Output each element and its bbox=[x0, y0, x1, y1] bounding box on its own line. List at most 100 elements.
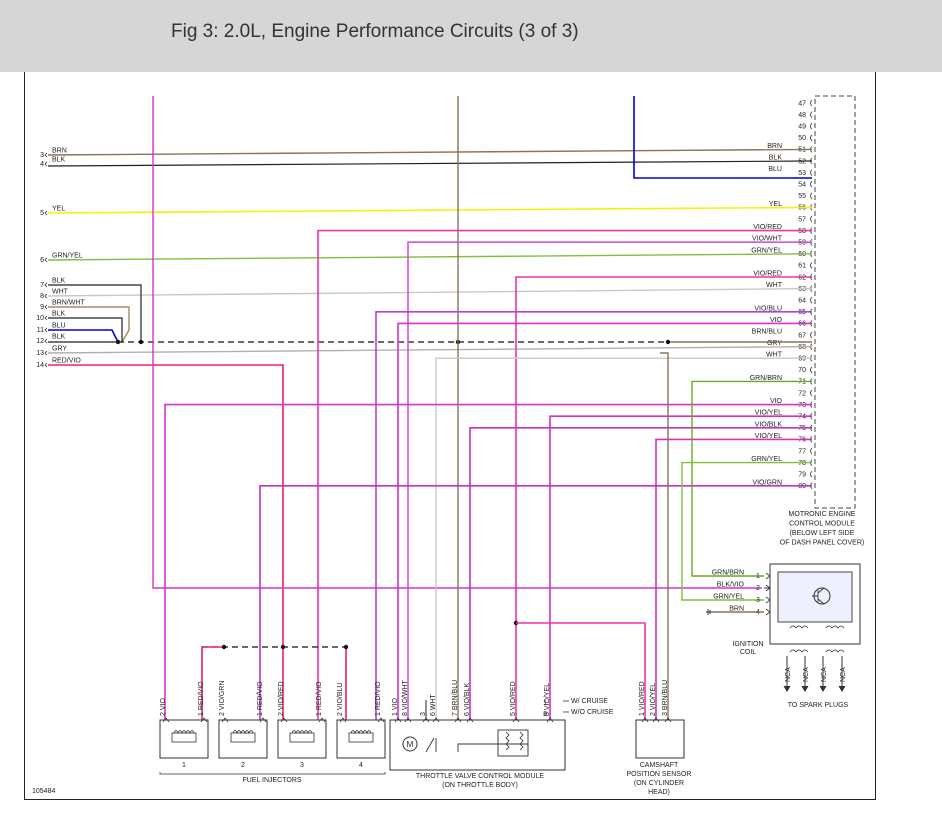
injector-winding bbox=[173, 730, 195, 735]
left-connector-pin: 4 bbox=[40, 161, 44, 168]
ecm-pin-number: 66 bbox=[798, 321, 806, 328]
injector-coil-symbol bbox=[348, 732, 374, 743]
wire-viored-58 bbox=[317, 229, 812, 720]
injector-terminal bbox=[280, 717, 288, 723]
nca-label: NCA bbox=[840, 667, 847, 682]
splice-ground-1 bbox=[115, 339, 121, 345]
cam-terminal bbox=[652, 717, 660, 723]
wire-redvio-14 bbox=[48, 364, 284, 647]
wire-wht-69 bbox=[435, 357, 812, 720]
throttle-terminal bbox=[546, 717, 554, 723]
ecm-pin-terminal bbox=[810, 215, 813, 223]
throttle-label: THROTTLE VALVE CONTROL MODULE bbox=[416, 773, 545, 780]
fuel-injector-box bbox=[218, 719, 268, 759]
throttle-pot-box bbox=[497, 729, 529, 757]
throttle-terminal bbox=[512, 717, 520, 723]
left-connector-terminal bbox=[44, 338, 48, 344]
throttle-potentiometers bbox=[505, 731, 524, 751]
left-wire-label: BRN/WHT bbox=[52, 300, 85, 307]
ecm-pin-number: 79 bbox=[798, 472, 806, 479]
throttle-module-box bbox=[389, 719, 566, 771]
ecm-wire-label: GRY bbox=[767, 340, 782, 347]
splice-inj-1 bbox=[221, 644, 227, 650]
wire-brnwht-9 bbox=[48, 306, 130, 343]
ecm-pin-number: 72 bbox=[798, 390, 806, 397]
coil-pin-number: 1 bbox=[756, 573, 760, 580]
throttle-pin-label: 6 WHT bbox=[430, 694, 437, 717]
ecm-pin-terminal bbox=[810, 180, 813, 188]
camshaft-label: HEAD) bbox=[648, 789, 670, 796]
coil-secondary-windings bbox=[789, 649, 845, 653]
wire-vio-73 bbox=[164, 403, 812, 720]
ecm-wire-label: VIO/RED bbox=[753, 271, 782, 278]
injector-pin-label: 2 VIO bbox=[160, 698, 167, 716]
nca-label: NCA bbox=[821, 667, 828, 682]
ecm-pin-number: 47 bbox=[798, 100, 806, 107]
cruise-note: W/ CRUISE bbox=[571, 698, 608, 705]
throttle-terminal bbox=[432, 717, 440, 723]
wire-gry-68 bbox=[47, 345, 813, 354]
ecm-pin-number: 57 bbox=[798, 216, 806, 223]
wire-viogrn-80 bbox=[259, 484, 812, 720]
ecm-wire-label: VIO bbox=[770, 398, 783, 405]
coil-label: COIL bbox=[740, 649, 756, 656]
throttle-pin-label: 3 bbox=[420, 712, 427, 716]
cam-terminal bbox=[664, 717, 672, 723]
ecm-wire-label: WHT bbox=[766, 282, 783, 289]
injector-pin-label: 1 RED/VIO bbox=[257, 681, 264, 716]
ecm-pin-terminal bbox=[810, 99, 813, 107]
injector-terminal bbox=[221, 717, 229, 723]
ecm-pin-number: 51 bbox=[798, 147, 806, 154]
spark-arrow-icon bbox=[838, 685, 846, 692]
left-wire-label: BLK bbox=[52, 157, 66, 164]
wire-wht-63 bbox=[47, 287, 813, 297]
ecm-pin-number: 61 bbox=[798, 263, 806, 270]
injector-terminal bbox=[339, 717, 347, 723]
transistor-leads bbox=[812, 587, 825, 605]
nca-label: NCA bbox=[803, 667, 810, 682]
coil-windings bbox=[789, 625, 845, 629]
cam-pin-label: 1 VIO/RED bbox=[639, 681, 646, 716]
left-connector-terminal bbox=[44, 327, 48, 333]
spark-arrow-icon bbox=[819, 685, 827, 692]
ecm-pin-number: 68 bbox=[798, 344, 806, 351]
throttle-terminal bbox=[394, 717, 402, 723]
wire-blk-52 bbox=[47, 160, 813, 167]
cruise-note: W/O CRUISE bbox=[571, 709, 614, 716]
injector-terminal bbox=[318, 717, 326, 723]
ecm-pin-terminal bbox=[810, 470, 813, 478]
ecm-pin-terminal bbox=[810, 122, 813, 130]
throttle-pin-label: 1 VIO bbox=[392, 698, 399, 716]
fuel-injector-box bbox=[277, 719, 327, 759]
ecm-wire-label: YEL bbox=[769, 201, 782, 208]
wire-blk-10 bbox=[48, 317, 123, 342]
wire-vioblu-65 bbox=[375, 310, 812, 720]
wire-vio-coil bbox=[152, 96, 762, 589]
left-connector-pin: 5 bbox=[40, 210, 44, 217]
coil-pin-number: 2 bbox=[756, 585, 760, 592]
ecm-wire-label: VIO/GRN bbox=[752, 479, 782, 486]
ecm-pin-number: 64 bbox=[798, 298, 806, 305]
throttle-extra-pin: 1 bbox=[543, 700, 547, 707]
coil-label: IGNITION bbox=[732, 641, 763, 648]
ecm-wire-label: BRN bbox=[767, 143, 782, 150]
throttle-label: (ON THROTTLE BODY) bbox=[442, 782, 518, 789]
throttle-motor-symbol bbox=[402, 736, 418, 752]
ecm-pin-number: 63 bbox=[798, 286, 806, 293]
coil-wire-label: GRN/YEL bbox=[713, 594, 744, 601]
injectors-bracket bbox=[159, 772, 386, 775]
ecm-wire-label: GRN/BRN bbox=[750, 375, 782, 382]
wire-grnyel-60 bbox=[47, 253, 813, 261]
injector-number: 4 bbox=[359, 762, 363, 769]
ecm-label: CONTROL MODULE bbox=[789, 521, 855, 528]
left-wire-label: BLK bbox=[52, 311, 66, 318]
injector-terminal bbox=[200, 717, 208, 723]
ecm-pin-number: 54 bbox=[798, 182, 806, 189]
ecm-pin-number: 65 bbox=[798, 309, 806, 316]
camshaft-sensor-box bbox=[635, 719, 685, 759]
ecm-wire-label: VIO/RED bbox=[753, 224, 782, 231]
injector-terminal bbox=[259, 717, 267, 723]
splice-inj-3 bbox=[343, 644, 349, 650]
ecm-pin-terminal bbox=[810, 331, 813, 339]
